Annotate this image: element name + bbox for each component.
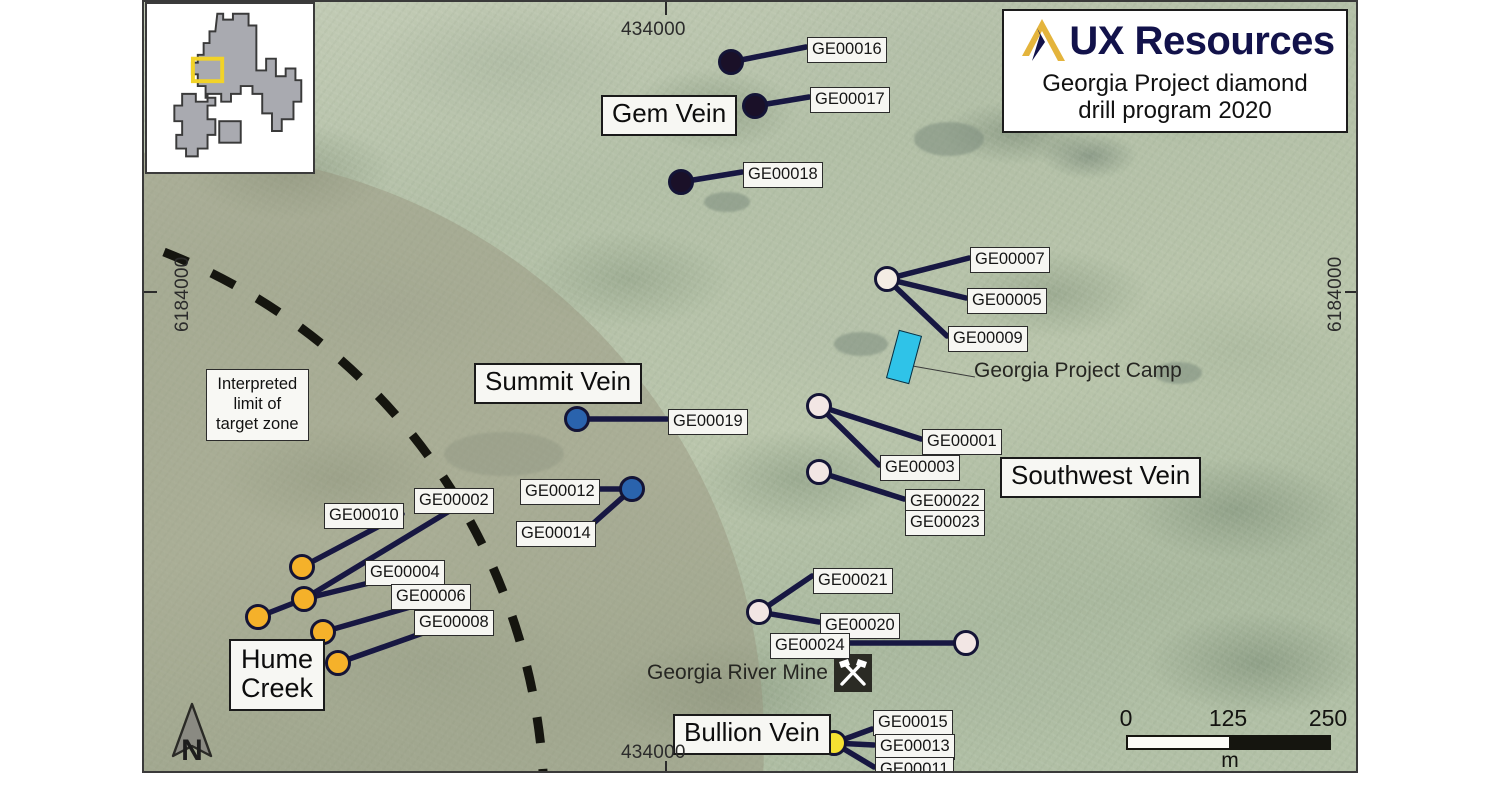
hole-label-ge00004[interactable]: GE00004 <box>365 560 445 586</box>
coord-tick-bottom <box>665 761 667 771</box>
scale-seg-light <box>1128 737 1229 748</box>
north-letter: N <box>181 734 203 767</box>
water-body <box>834 332 888 356</box>
drill-collar-ge00001-003[interactable] <box>806 393 832 419</box>
logo-subtitle: Georgia Project diamond drill program 20… <box>1004 70 1346 131</box>
drill-collar-ge00012-014[interactable] <box>619 476 645 502</box>
hole-label-ge00007[interactable]: GE00007 <box>970 247 1050 273</box>
camp-label: Georgia Project Camp <box>974 359 1182 382</box>
coord-tick-right <box>1345 291 1356 293</box>
scale-unit: m <box>1221 749 1239 772</box>
coord-tick-top <box>665 2 667 15</box>
company-logo-panel: UX Resources Georgia Project diamond dri… <box>1002 9 1348 133</box>
drill-collar-ge00024[interactable] <box>953 630 979 656</box>
hole-label-ge00005[interactable]: GE00005 <box>967 288 1047 314</box>
hole-label-ge00015[interactable]: GE00015 <box>873 710 953 736</box>
vein-label-hume-creek: Hume Creek <box>229 639 326 712</box>
locator-inset-graphic <box>147 4 313 172</box>
drill-collar-ge00007-005-009[interactable] <box>874 266 900 292</box>
note-line-1: Interpreted <box>217 375 298 393</box>
hole-label-ge00021[interactable]: GE00021 <box>813 568 893 594</box>
scale-bar: 0 125 250 m <box>1120 705 1348 771</box>
coord-easting-top: 434000 <box>621 19 686 40</box>
hume-creek-line-2: Creek <box>241 672 314 703</box>
drill-collar-ge00022-023[interactable] <box>806 459 832 485</box>
vein-label-bullion: Bullion Vein <box>673 714 831 755</box>
coord-northing-right: 6184000 <box>1325 256 1346 332</box>
scale-bar-graphic <box>1126 735 1331 750</box>
scale-tick-125: 125 <box>1208 705 1248 731</box>
drill-collar-ge00016[interactable] <box>718 49 744 75</box>
hole-label-ge00010[interactable]: GE00010 <box>324 503 404 529</box>
north-arrow: N <box>166 702 218 771</box>
hole-label-ge00013[interactable]: GE00013 <box>875 734 955 760</box>
scale-seg-dark <box>1228 737 1329 748</box>
coord-easting-bottom: 434000 <box>621 742 686 763</box>
drill-collar-ge00008[interactable] <box>325 650 351 676</box>
interpreted-limit-note: Interpreted limit of target zone <box>206 369 309 442</box>
water-body <box>914 122 984 156</box>
logo-row: UX Resources <box>1004 15 1346 67</box>
hole-label-ge00017[interactable]: GE00017 <box>810 87 890 113</box>
water-body <box>444 432 564 476</box>
aux-triangle-logo-icon <box>1022 19 1066 61</box>
vein-label-southwest: Southwest Vein <box>1000 457 1202 498</box>
drill-collar-ge00017[interactable] <box>742 93 768 119</box>
hole-label-ge00008[interactable]: GE00008 <box>414 610 494 636</box>
scale-tick-250: 250 <box>1308 705 1348 731</box>
drill-collar-ge00010[interactable] <box>289 554 315 580</box>
water-body <box>704 192 750 212</box>
logo-wordmark: UX Resources <box>1069 19 1335 63</box>
georgia-river-mine-label: Georgia River Mine <box>647 661 828 684</box>
hole-label-ge00014[interactable]: GE00014 <box>516 521 596 547</box>
drill-collar-ge00021-020[interactable] <box>746 599 772 625</box>
drill-collar-hume-west[interactable] <box>245 604 271 630</box>
hole-label-ge00024[interactable]: GE00024 <box>770 633 850 659</box>
vein-label-summit: Summit Vein <box>474 363 642 404</box>
map-canvas[interactable]: Georgia Project Camp Georgia River Mine … <box>142 0 1358 773</box>
locator-inset-map[interactable] <box>145 2 315 174</box>
drill-collar-ge00018[interactable] <box>668 169 694 195</box>
drill-collar-ge00002-004[interactable] <box>291 586 317 612</box>
logo-subtitle-line-1: Georgia Project diamond <box>1042 70 1308 97</box>
hole-label-ge00019[interactable]: GE00019 <box>668 409 748 435</box>
vein-label-gem: Gem Vein <box>601 95 738 136</box>
drill-collar-ge00019[interactable] <box>564 406 590 432</box>
coord-tick-left <box>144 291 157 293</box>
hole-label-ge00001[interactable]: GE00001 <box>922 429 1002 455</box>
water-body <box>1154 362 1202 384</box>
hole-label-ge00016[interactable]: GE00016 <box>807 37 887 63</box>
hole-label-ge00018[interactable]: GE00018 <box>743 162 823 188</box>
hole-label-ge00012[interactable]: GE00012 <box>520 479 600 505</box>
note-line-2: limit of <box>233 395 282 414</box>
note-line-3: target zone <box>216 415 299 434</box>
hole-label-ge00002[interactable]: GE00002 <box>414 488 494 514</box>
hume-creek-line-1: Hume <box>241 644 314 674</box>
logo-subtitle-line-2: drill program 2020 <box>1078 97 1272 125</box>
hole-label-ge00006[interactable]: GE00006 <box>391 584 471 610</box>
mine-icon <box>834 654 872 692</box>
scale-tick-0: 0 <box>1119 705 1133 731</box>
hole-label-ge00003[interactable]: GE00003 <box>880 455 960 481</box>
hole-label-ge00009[interactable]: GE00009 <box>948 326 1028 352</box>
hole-label-ge00023[interactable]: GE00023 <box>905 510 985 536</box>
coord-northing-left: 6184000 <box>172 256 193 332</box>
hole-label-ge00011[interactable]: GE00011 <box>875 757 954 771</box>
